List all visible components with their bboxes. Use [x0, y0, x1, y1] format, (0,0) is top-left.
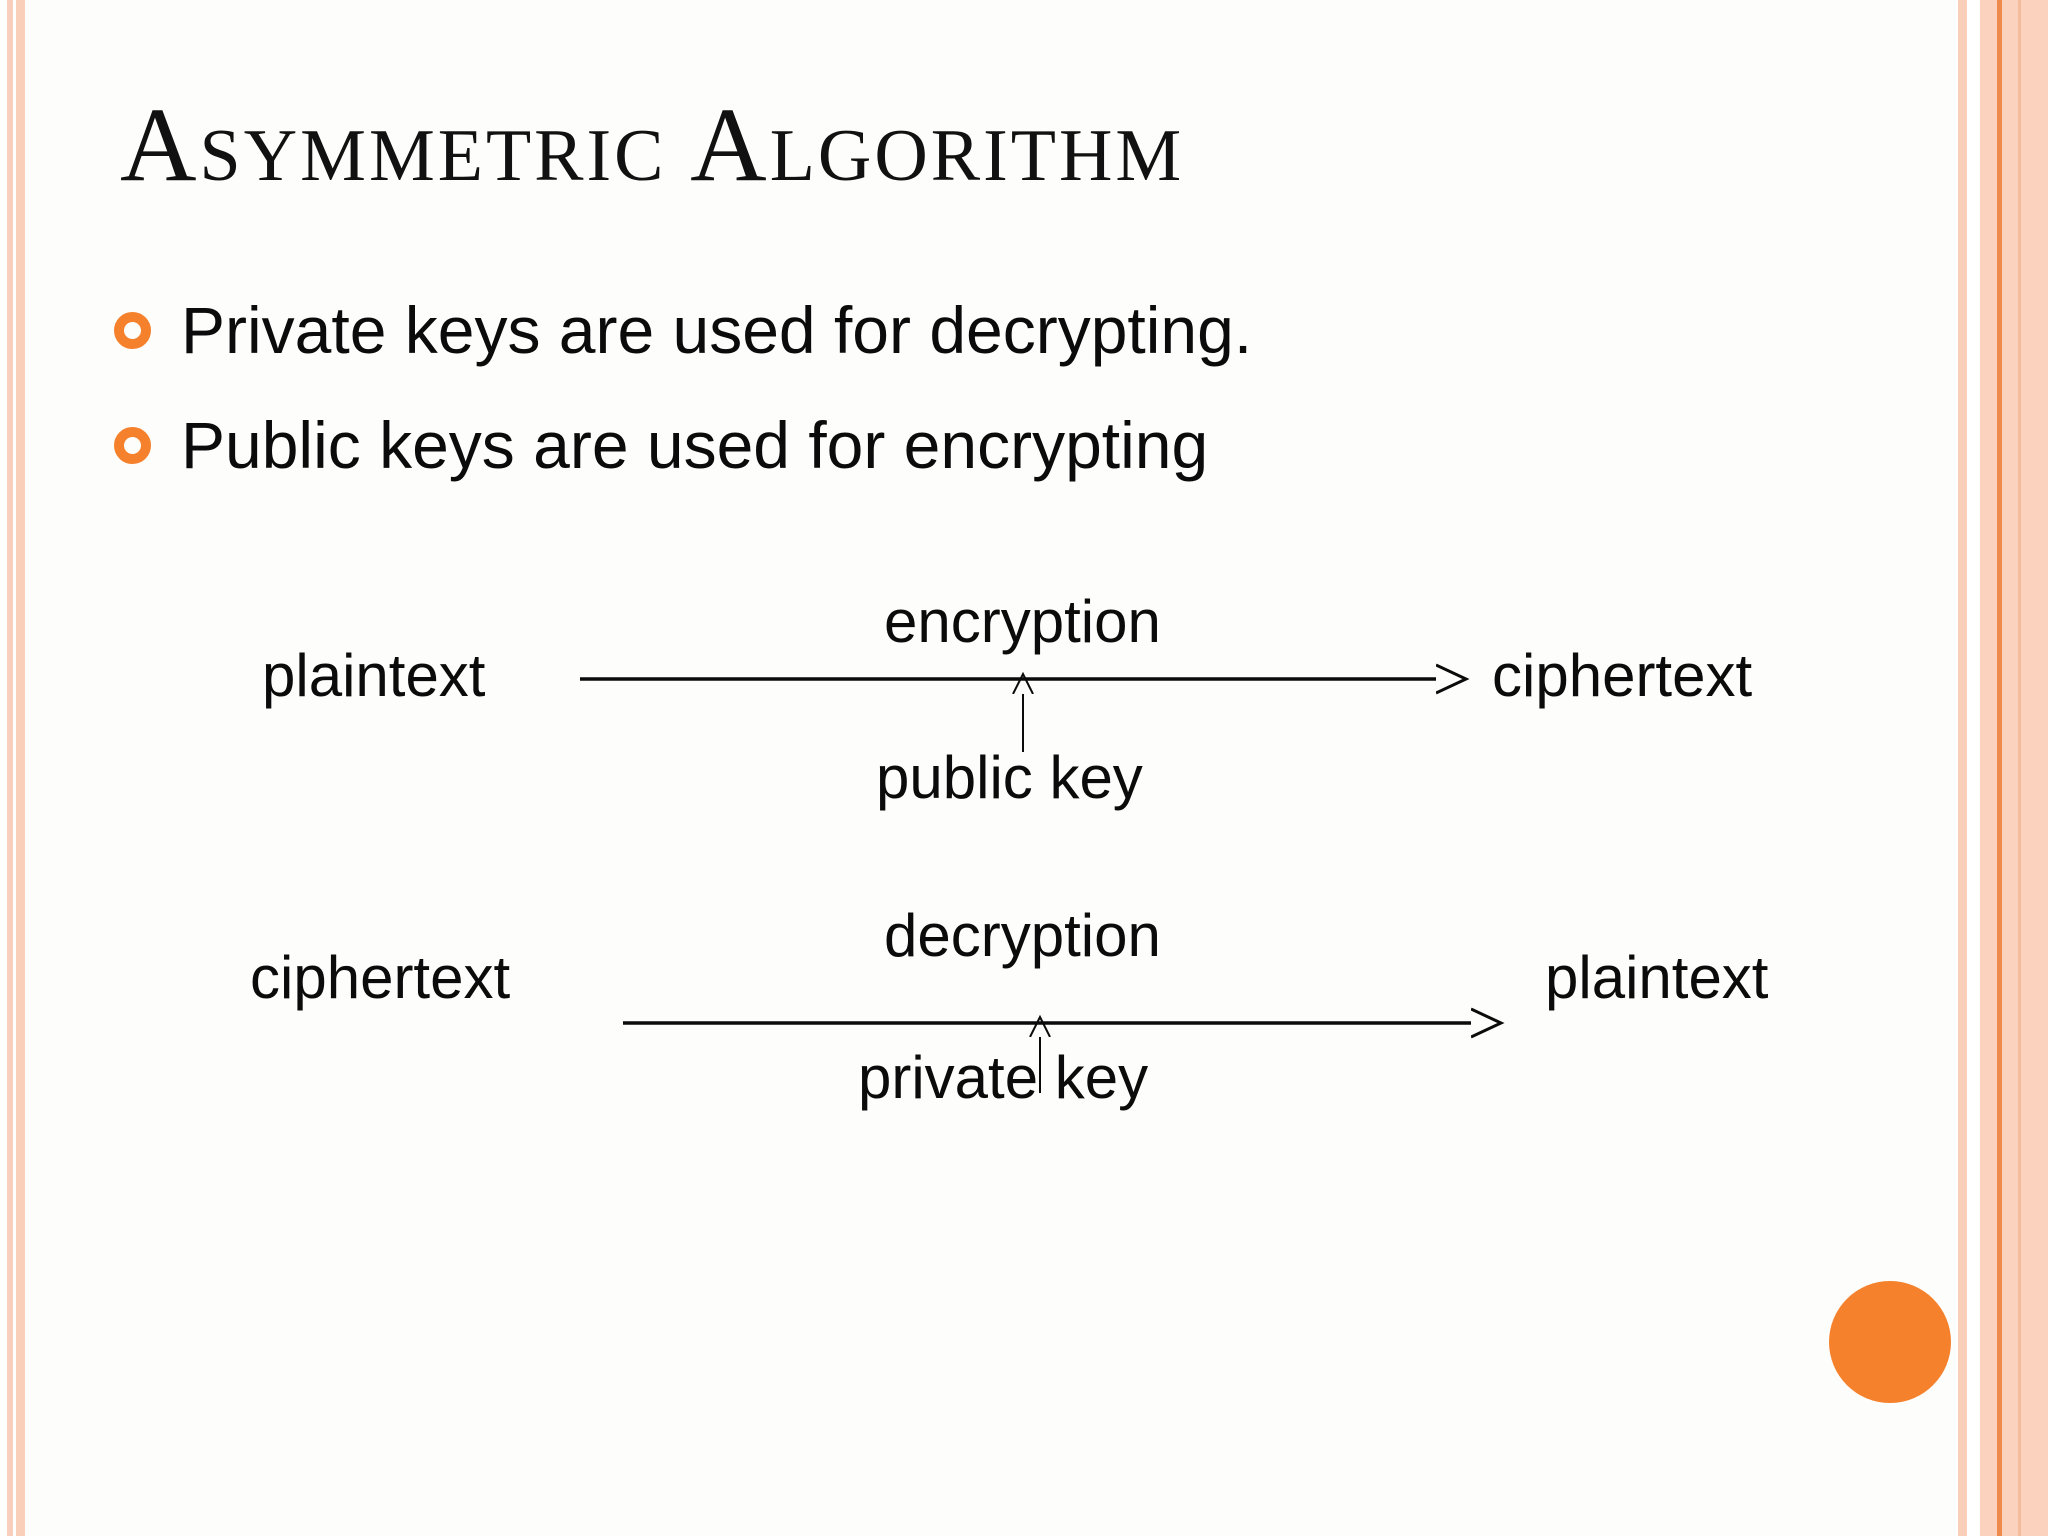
bullet-list: Private keys are used for decrypting. Pu… [112, 293, 1672, 527]
diagram-label-encryption: encryption [884, 588, 1161, 655]
left-border-stripe-gap [13, 0, 16, 1536]
bullet-text: Public keys are used for encrypting [181, 408, 1209, 483]
diagram-label-plaintext-result: plaintext [1545, 944, 1769, 1011]
left-border-stripe-thin [7, 0, 13, 1536]
bullet-ring-icon [114, 312, 151, 349]
right-border-stripe-mid-line [2018, 0, 2021, 1536]
left-border-stripe-wide [16, 0, 25, 1536]
decorative-circle [1829, 1281, 1951, 1403]
bullet-ring-icon [114, 427, 151, 465]
right-border-stripe-dark-line [1997, 0, 2002, 1536]
right-border-stripe-gap [1967, 0, 1980, 1536]
diagram-label-private-key: private key [858, 1044, 1149, 1111]
diagram-label-ciphertext-result: ciphertext [1492, 642, 1753, 709]
diagram-label-public-key: public key [876, 744, 1143, 811]
right-border-stripe-thin [1958, 0, 1967, 1536]
diagram-label-plaintext-source: plaintext [262, 642, 486, 709]
left-border-white-strip [0, 0, 7, 1536]
slide-title: Asymmetric Algorithm [120, 86, 1185, 203]
bullet-item: Public keys are used for encrypting [112, 408, 1672, 483]
right-border-stripe-band [1980, 0, 2048, 1536]
bullet-text: Private keys are used for decrypting. [181, 293, 1253, 367]
diagram-label-ciphertext-source: ciphertext [250, 944, 511, 1011]
diagram-label-decryption: decryption [884, 902, 1161, 969]
bullet-item: Private keys are used for decrypting. [112, 293, 1672, 367]
